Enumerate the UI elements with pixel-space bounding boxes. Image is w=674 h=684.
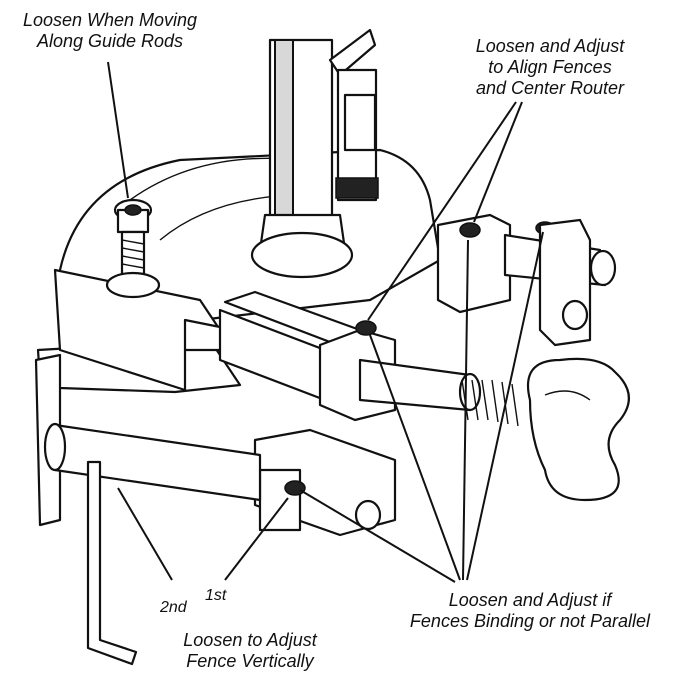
label-second: 2nd bbox=[160, 599, 187, 616]
upper-adjust-block bbox=[436, 213, 512, 314]
label-guide-rods-line-1: Loosen When Moving bbox=[22, 10, 198, 30]
hex-key bbox=[86, 460, 138, 666]
label-guide-rods: Loosen When Moving Along Guide Rods bbox=[10, 10, 210, 52]
label-binding-line-2: Fences Binding or not Parallel bbox=[409, 611, 651, 631]
lock-knob bbox=[526, 357, 630, 502]
label-binding-line-1: Loosen and Adjust if bbox=[448, 590, 612, 610]
label-first: 1st bbox=[205, 587, 227, 604]
leader-lines bbox=[107, 61, 544, 583]
label-align-fences-line-3: and Center Router bbox=[475, 78, 625, 98]
label-align-fences-line-2: to Align Fences bbox=[488, 57, 612, 77]
label-binding: Loosen and Adjust if Fences Binding or n… bbox=[395, 590, 665, 632]
label-vertical: Loosen to Adjust Fence Vertically bbox=[160, 630, 340, 672]
label-align-fences-line-1: Loosen and Adjust bbox=[475, 36, 625, 56]
label-align-fences: Loosen and Adjust to Align Fences and Ce… bbox=[450, 36, 650, 99]
label-guide-rods-line-2: Along Guide Rods bbox=[36, 31, 184, 51]
label-vertical-line-1: Loosen to Adjust bbox=[183, 630, 317, 650]
guide-rod bbox=[53, 423, 262, 502]
label-vertical-line-2: Fence Vertically bbox=[186, 651, 314, 671]
guide-rod-screw bbox=[105, 198, 161, 299]
